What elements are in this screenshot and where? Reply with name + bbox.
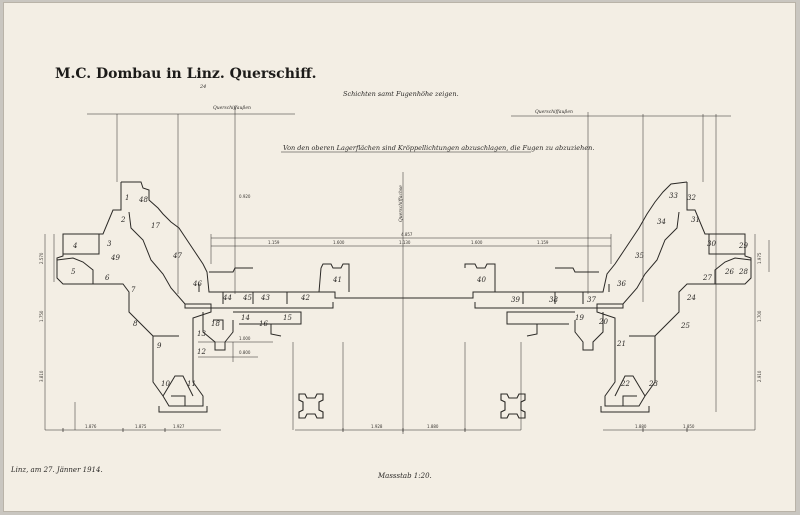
piece-label: 11 bbox=[187, 380, 196, 388]
drawing-sheet: M.C. Dombau in Linz. Querschiff. 24 Schi… bbox=[3, 2, 796, 512]
column-bases bbox=[298, 393, 526, 419]
piece-label: 44 bbox=[222, 294, 232, 302]
piece-label: 25 bbox=[680, 322, 690, 330]
piece-label: 15 bbox=[283, 314, 292, 322]
piece-label: 33 bbox=[669, 192, 678, 200]
piece-label: 2 bbox=[120, 216, 126, 224]
dim-inner-2: 0.800 bbox=[239, 350, 251, 355]
piece-label: 42 bbox=[300, 294, 310, 302]
piece-label: 35 bbox=[635, 252, 644, 260]
plan-note: Von den oberen Lagerflächen sind Kröppel… bbox=[283, 144, 594, 152]
piece-label: 28 bbox=[738, 268, 748, 276]
piece-label: 10 bbox=[161, 380, 170, 388]
construction-lines bbox=[44, 107, 770, 434]
piece-label: 40 bbox=[476, 276, 486, 284]
piece-label: 19 bbox=[575, 314, 584, 322]
plan-subtitle: Schichten samt Fugenhöhe zeigen. bbox=[343, 90, 459, 98]
left-profile bbox=[56, 181, 688, 413]
piece-label: 41 bbox=[332, 276, 342, 284]
piece-label: 6 bbox=[105, 274, 110, 282]
dim-right-v1: 1.975 bbox=[757, 252, 762, 264]
piece-label: 21 bbox=[616, 340, 626, 348]
piece-label: 46 bbox=[192, 280, 202, 288]
dim-bottom-3: 1.927 bbox=[173, 424, 185, 429]
piece-label: 8 bbox=[133, 320, 138, 328]
piece-label: 22 bbox=[620, 380, 630, 388]
piece-labels: 1 2 3 4 5 6 7 8 9 10 11 12 13 14 15 16 1… bbox=[71, 192, 748, 388]
dim-bottom-2: 1.875 bbox=[135, 424, 147, 429]
piece-label: 23 bbox=[648, 380, 658, 388]
piece-label: 7 bbox=[131, 286, 136, 294]
architectural-plan: M.C. Dombau in Linz. Querschiff. 24 Schi… bbox=[10, 66, 770, 480]
dim-right-v3: 2.910 bbox=[757, 370, 762, 382]
dim-top-2: 1.600 bbox=[333, 240, 345, 245]
piece-label: 4 bbox=[72, 242, 77, 250]
piece-label: 3 bbox=[107, 240, 112, 248]
dim-right-v2: 1.700 bbox=[757, 310, 762, 322]
header-rules bbox=[45, 113, 755, 431]
dim-inner-1: 1.000 bbox=[239, 336, 251, 341]
dim-left-v1: 2.570 bbox=[39, 252, 44, 264]
piece-label: 29 bbox=[738, 242, 748, 250]
piece-label: 26 bbox=[724, 268, 734, 276]
piece-label: 12 bbox=[197, 348, 206, 356]
dim-top-total: 4.857 bbox=[401, 232, 413, 237]
piece-label: 18 bbox=[211, 320, 220, 328]
dim-bottom-6: 1.880 bbox=[635, 424, 647, 429]
dim-bottom-4: 1.928 bbox=[371, 424, 383, 429]
dim-top-1: 1.159 bbox=[268, 240, 280, 245]
piece-label: 47 bbox=[172, 252, 182, 260]
date-signature: Linz, am 27. Jänner 1914. bbox=[10, 466, 103, 474]
piece-label: 5 bbox=[71, 268, 76, 276]
piece-label: 31 bbox=[691, 216, 700, 224]
piece-label: 32 bbox=[687, 194, 696, 202]
piece-label: 20 bbox=[598, 318, 608, 326]
piece-label: 17 bbox=[151, 222, 160, 230]
piece-label: 16 bbox=[259, 320, 268, 328]
plan-title-sub: 24 bbox=[199, 84, 206, 90]
piece-label: 1 bbox=[125, 194, 129, 202]
dim-bottom-7: 1.850 bbox=[683, 424, 695, 429]
right-header-label: Querschiffaußen bbox=[535, 109, 573, 115]
scale-label: Massstab 1:20. bbox=[377, 472, 432, 480]
left-header-label: Querschiffaußen bbox=[213, 105, 251, 111]
piece-label: 13 bbox=[197, 330, 206, 338]
piece-label: 48 bbox=[138, 196, 148, 204]
dim-top-5: 1.159 bbox=[537, 240, 549, 245]
piece-label: 24 bbox=[686, 294, 696, 302]
piece-label: 30 bbox=[707, 240, 716, 248]
dimension-ticks bbox=[62, 428, 688, 432]
right-profile bbox=[464, 182, 752, 413]
piece-label: 36 bbox=[617, 280, 626, 288]
piece-label: 34 bbox=[657, 218, 666, 226]
piece-label: 9 bbox=[157, 342, 162, 350]
dim-top-3: 1.130 bbox=[399, 240, 411, 245]
dim-bottom-1: 1.876 bbox=[85, 424, 97, 429]
dim-left-v3: 3.810 bbox=[39, 370, 44, 382]
piece-label: 43 bbox=[260, 294, 270, 302]
dim-left-v2: 1.750 bbox=[39, 310, 44, 322]
piece-label: 27 bbox=[702, 274, 712, 282]
dim-inner-3: 0.920 bbox=[239, 194, 251, 199]
piece-label: 45 bbox=[242, 294, 252, 302]
dim-bottom-5: 1.880 bbox=[427, 424, 439, 429]
piece-label: 49 bbox=[110, 254, 120, 262]
plan-title: M.C. Dombau in Linz. Querschiff. bbox=[55, 66, 317, 82]
piece-label: 37 bbox=[587, 296, 596, 304]
piece-label: 39 bbox=[511, 296, 520, 304]
piece-label: 38 bbox=[549, 296, 558, 304]
center-axis-label: Querschiffachse bbox=[398, 185, 404, 222]
piece-label: 14 bbox=[241, 314, 250, 322]
dim-top-4: 1.600 bbox=[471, 240, 483, 245]
